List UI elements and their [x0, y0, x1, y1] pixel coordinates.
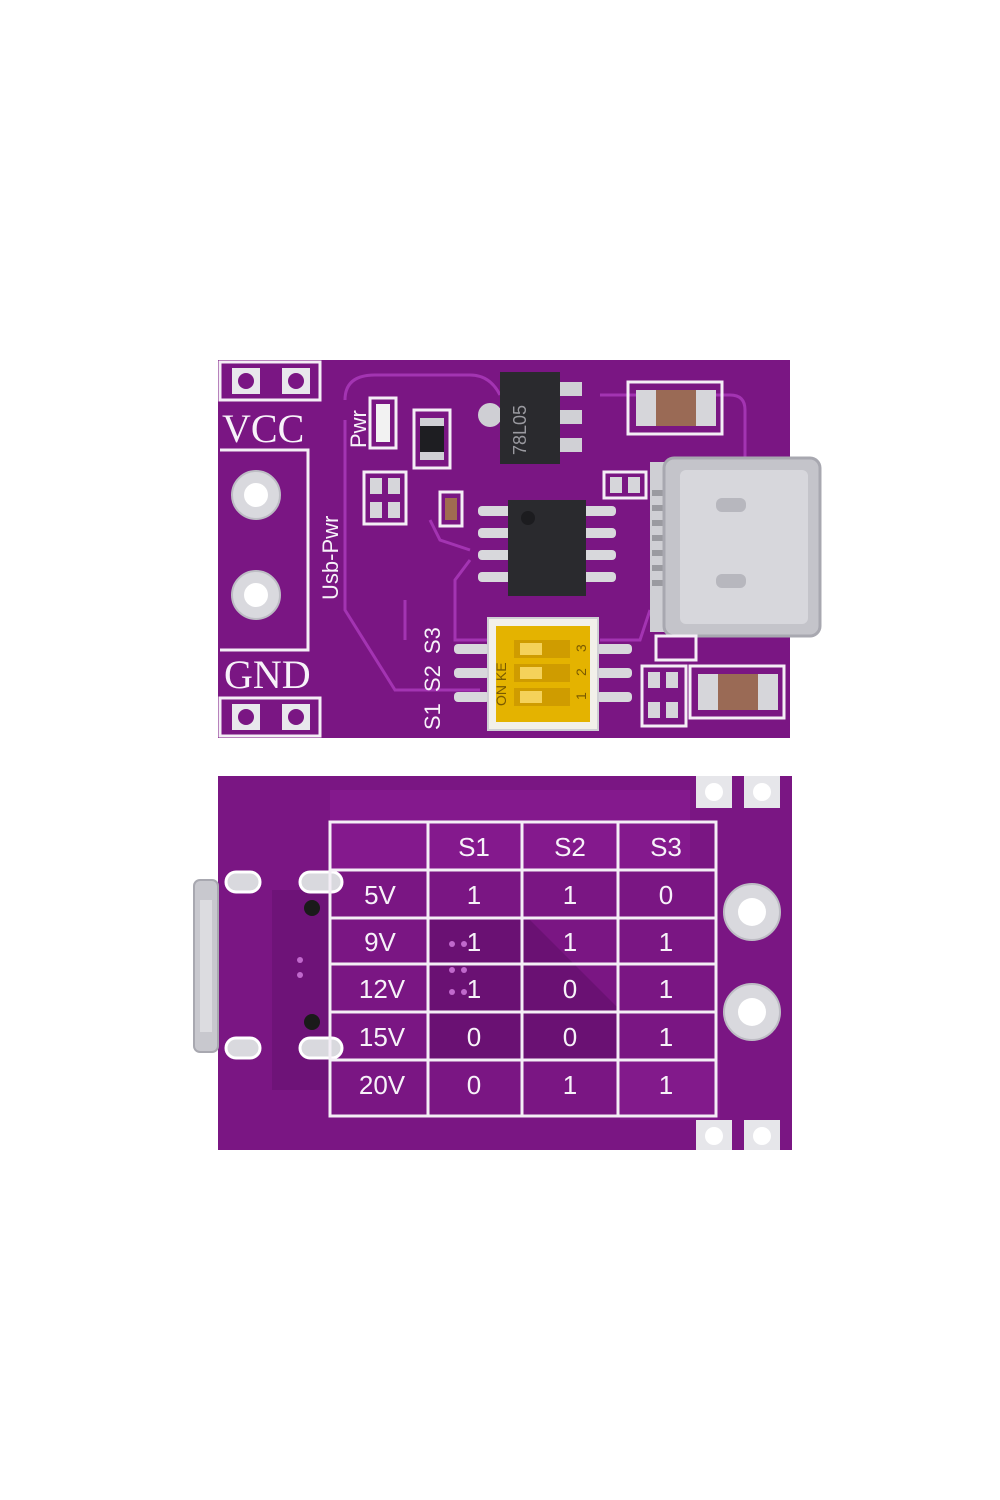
top-pcb-board: VCC GND Usb-Pwr Pwr	[218, 360, 822, 738]
voltage-switch-table: S1 S2 S3 5V 1 1 0 9V 1 1 1 12V 1 0 1 15V…	[328, 820, 718, 1118]
table-row-voltage: 9V	[364, 927, 396, 957]
table-cell: 0	[563, 974, 577, 1004]
table-cell: 0	[467, 1022, 481, 1052]
table-row-voltage: 12V	[359, 974, 406, 1004]
switch-label-s2: S2	[420, 665, 445, 692]
switch-label-s1: S1	[420, 703, 445, 730]
pwr-label: Pwr	[346, 410, 371, 448]
bottom-pcb-board: S1 S2 S3 5V 1 1 0 9V 1 1 1 12V 1 0 1 15V…	[193, 776, 792, 1150]
table-row-voltage: 15V	[359, 1022, 406, 1052]
dip-switch: ON KE 3 2 1	[454, 617, 632, 731]
dip-number-2: 2	[573, 668, 589, 676]
usb-c-port	[650, 456, 822, 638]
table-cell: 1	[563, 927, 577, 957]
regulator-78l05	[500, 372, 560, 464]
dip-number-3: 3	[573, 644, 589, 652]
table-header-s1: S1	[458, 832, 490, 862]
table-cell: 1	[467, 880, 481, 910]
table-cell: 1	[659, 927, 673, 957]
regulator-marking: 78L05	[510, 405, 530, 455]
dip-on-label: ON KE	[493, 662, 509, 706]
pd-controller-chip	[478, 500, 616, 596]
table-header-s2: S2	[554, 832, 586, 862]
gnd-pin-outline	[218, 696, 322, 738]
table-cell: 1	[563, 880, 577, 910]
pwr-led	[376, 404, 390, 442]
table-cell: 0	[563, 1022, 577, 1052]
table-row-voltage: 20V	[359, 1070, 406, 1100]
table-cell: 1	[563, 1070, 577, 1100]
table-cell: 1	[659, 1070, 673, 1100]
table-cell: 0	[467, 1070, 481, 1100]
switch-label-s3: S3	[420, 627, 445, 654]
table-cell: 1	[467, 927, 481, 957]
table-cell: 1	[659, 1022, 673, 1052]
table-header-s3: S3	[650, 832, 682, 862]
usb-pwr-label: Usb-Pwr	[318, 516, 343, 600]
vcc-pin-outline	[218, 360, 322, 402]
capacitor-c1	[656, 390, 696, 426]
table-cell: 0	[659, 880, 673, 910]
table-cell: 1	[659, 974, 673, 1004]
vcc-label: VCC	[222, 406, 304, 451]
gnd-label: GND	[224, 652, 311, 697]
table-row-voltage: 5V	[364, 880, 396, 910]
dip-number-1: 1	[573, 692, 589, 700]
table-cell: 1	[467, 974, 481, 1004]
capacitor-c2	[718, 674, 758, 710]
